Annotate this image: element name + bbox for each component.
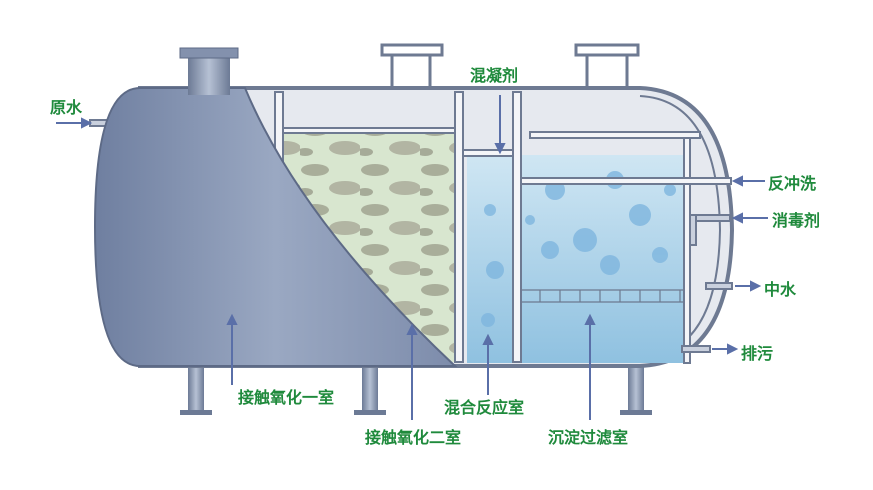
label-raw-water: 原水 — [50, 98, 83, 117]
filter-grid — [522, 289, 690, 303]
label-contact-oxidation-1: 接触氧化一室 — [238, 388, 335, 407]
pipes — [89, 119, 733, 353]
label-sewage-discharge: 排污 — [741, 344, 774, 363]
tank-shell-cover — [93, 87, 458, 367]
bubbles — [481, 171, 676, 327]
support-legs — [180, 360, 652, 415]
label-backwash: 反冲洗 — [768, 174, 817, 193]
mixing-water — [467, 155, 515, 363]
flow-arrows — [56, 95, 768, 420]
label-disinfectant: 消毒剂 — [772, 211, 821, 230]
label-reclaimed-water: 中水 — [764, 280, 797, 299]
label-sedimentation-filtration: 沉淀过滤室 — [548, 428, 629, 447]
label-coagulant: 混凝剂 — [470, 66, 519, 85]
label-mixing-reaction: 混合反应室 — [444, 398, 525, 417]
label-contact-oxidation-2: 接触氧化二室 — [365, 428, 462, 447]
top-inlet-pipe — [179, 47, 239, 95]
top-nozzles — [380, 43, 640, 91]
